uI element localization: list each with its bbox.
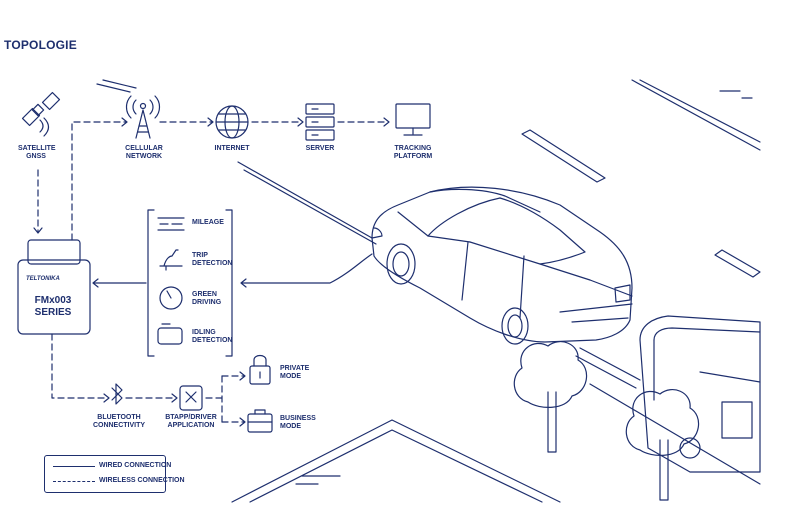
car-illustration [371, 186, 633, 345]
satellite-icon-art [21, 91, 61, 137]
device-icon-art [17, 239, 91, 335]
legend-wireless-line [53, 481, 95, 482]
wireless-connections [37, 121, 389, 423]
monitor-icon-art [395, 103, 431, 136]
legend: WIRED CONNECTION WIRELESS CONNECTION [44, 455, 185, 493]
feature-mileage-label: MILEAGE [192, 219, 224, 226]
bluetooth-icon-art [111, 383, 123, 405]
device-brand: TELTONIKA [26, 276, 60, 282]
btapp-icon-art [179, 385, 203, 411]
feature-bracket [147, 209, 233, 357]
feature-icons-art [157, 217, 185, 345]
legend-wired-line [53, 466, 95, 467]
wired-connections [92, 253, 373, 288]
server-label: SERVER [305, 145, 335, 152]
tree-illustrations [513, 341, 700, 501]
mode-icons-art [247, 354, 273, 433]
page-title: TOPOLOGIE [4, 38, 77, 52]
cellular-icon-art [125, 95, 161, 139]
road-lines [96, 79, 761, 503]
server-icon-art [305, 103, 335, 141]
wireless-arrowheads [33, 117, 390, 427]
globe-icon-art [215, 105, 249, 139]
bus-illustration [639, 315, 761, 473]
internet-label: INTERNET [214, 145, 250, 152]
